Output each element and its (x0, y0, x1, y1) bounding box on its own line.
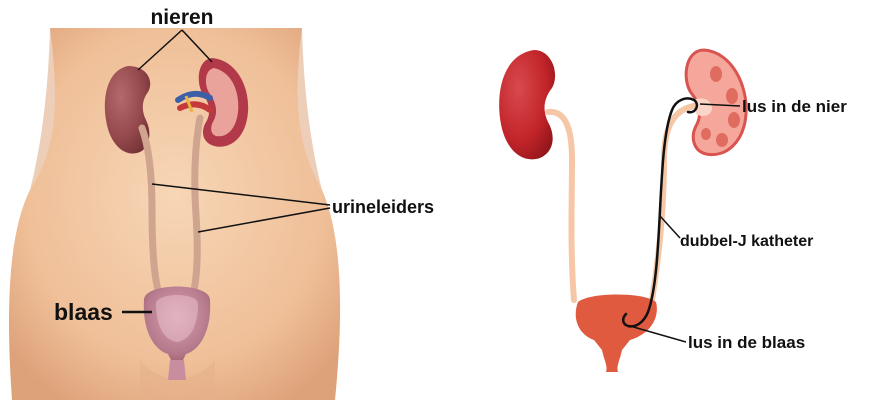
label-blaas: blaas (54, 299, 113, 325)
double-j-catheter (623, 98, 697, 326)
right-fig-bladder (576, 295, 657, 373)
label-lus-in-de-blaas: lus in de blaas (688, 333, 805, 352)
label-lus-in-de-nier: lus in de nier (742, 97, 847, 116)
torso-illustration (9, 28, 340, 400)
catheter-illustration (499, 50, 746, 372)
urethra (168, 360, 186, 380)
right-fig-left-kidney (499, 50, 555, 159)
label-urineleiders: urineleiders (332, 197, 434, 217)
label-nieren: nieren (150, 6, 213, 29)
label-dubbel-j-katheter: dubbel-J katheter (680, 233, 813, 250)
right-fig-right-ureter (652, 106, 694, 300)
